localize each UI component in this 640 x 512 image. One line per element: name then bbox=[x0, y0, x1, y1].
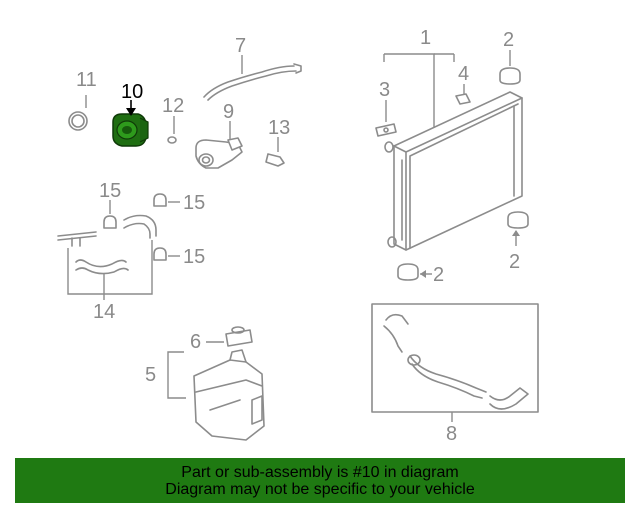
label-11: 11 bbox=[76, 69, 97, 91]
label-15a: 15 bbox=[99, 180, 121, 202]
banner-line-2: Diagram may not be specific to your vehi… bbox=[165, 480, 475, 498]
label-13: 13 bbox=[268, 117, 290, 139]
part-10-thermostat-housing[interactable] bbox=[112, 113, 149, 147]
arrow-2c bbox=[420, 270, 426, 278]
banner-line-1: Part or sub-assembly is #10 in diagram bbox=[181, 463, 459, 481]
part-14-hoses bbox=[57, 214, 157, 275]
part-3-bracket bbox=[375, 123, 397, 137]
part-2-mount-top bbox=[499, 67, 521, 85]
part-12-washer bbox=[167, 136, 177, 144]
label-7: 7 bbox=[235, 35, 246, 57]
part-8-hose-assembly bbox=[383, 313, 529, 410]
label-3: 3 bbox=[379, 79, 390, 101]
part-6-reservoir-cap bbox=[225, 326, 253, 347]
label-5: 5 bbox=[145, 364, 156, 386]
label-6: 6 bbox=[190, 331, 201, 353]
part-2-mount-bottom bbox=[397, 263, 419, 281]
part-15-clamp-b bbox=[153, 193, 167, 207]
part-1-radiator bbox=[384, 91, 523, 251]
part-8-frame bbox=[371, 303, 539, 413]
leader-14-frame bbox=[67, 240, 153, 295]
part-11-o-ring bbox=[68, 111, 88, 131]
label-12: 12 bbox=[162, 95, 184, 117]
label-10: 10 bbox=[121, 81, 143, 103]
part-4-drain-plug bbox=[455, 93, 471, 105]
label-2c: 2 bbox=[433, 264, 444, 286]
label-15c: 15 bbox=[183, 246, 205, 268]
label-8: 8 bbox=[446, 423, 457, 445]
arrow-10 bbox=[126, 108, 136, 116]
label-15b: 15 bbox=[183, 192, 205, 214]
part-13-sensor bbox=[265, 153, 285, 167]
part-15-clamp-c bbox=[153, 247, 167, 261]
parts-diagram: 11 10 12 7 9 13 bbox=[57, 27, 539, 445]
label-2a: 2 bbox=[503, 29, 514, 51]
leader-1a bbox=[384, 53, 435, 128]
info-banner: Part or sub-assembly is #10 in diagram D… bbox=[15, 458, 625, 503]
label-9: 9 bbox=[223, 101, 234, 123]
part-2-mount-right bbox=[507, 211, 529, 229]
part-15-clamp-a bbox=[103, 215, 117, 229]
leader-5b bbox=[167, 374, 186, 399]
part-5-coolant-reservoir bbox=[193, 349, 265, 441]
part-9-water-outlet bbox=[195, 137, 243, 169]
label-14: 14 bbox=[93, 301, 115, 323]
label-4: 4 bbox=[458, 63, 469, 85]
label-1: 1 bbox=[420, 27, 431, 49]
part-7-hose bbox=[203, 63, 302, 101]
label-2b: 2 bbox=[509, 251, 520, 273]
arrow-2b bbox=[512, 230, 520, 236]
leader-5a bbox=[167, 351, 184, 374]
